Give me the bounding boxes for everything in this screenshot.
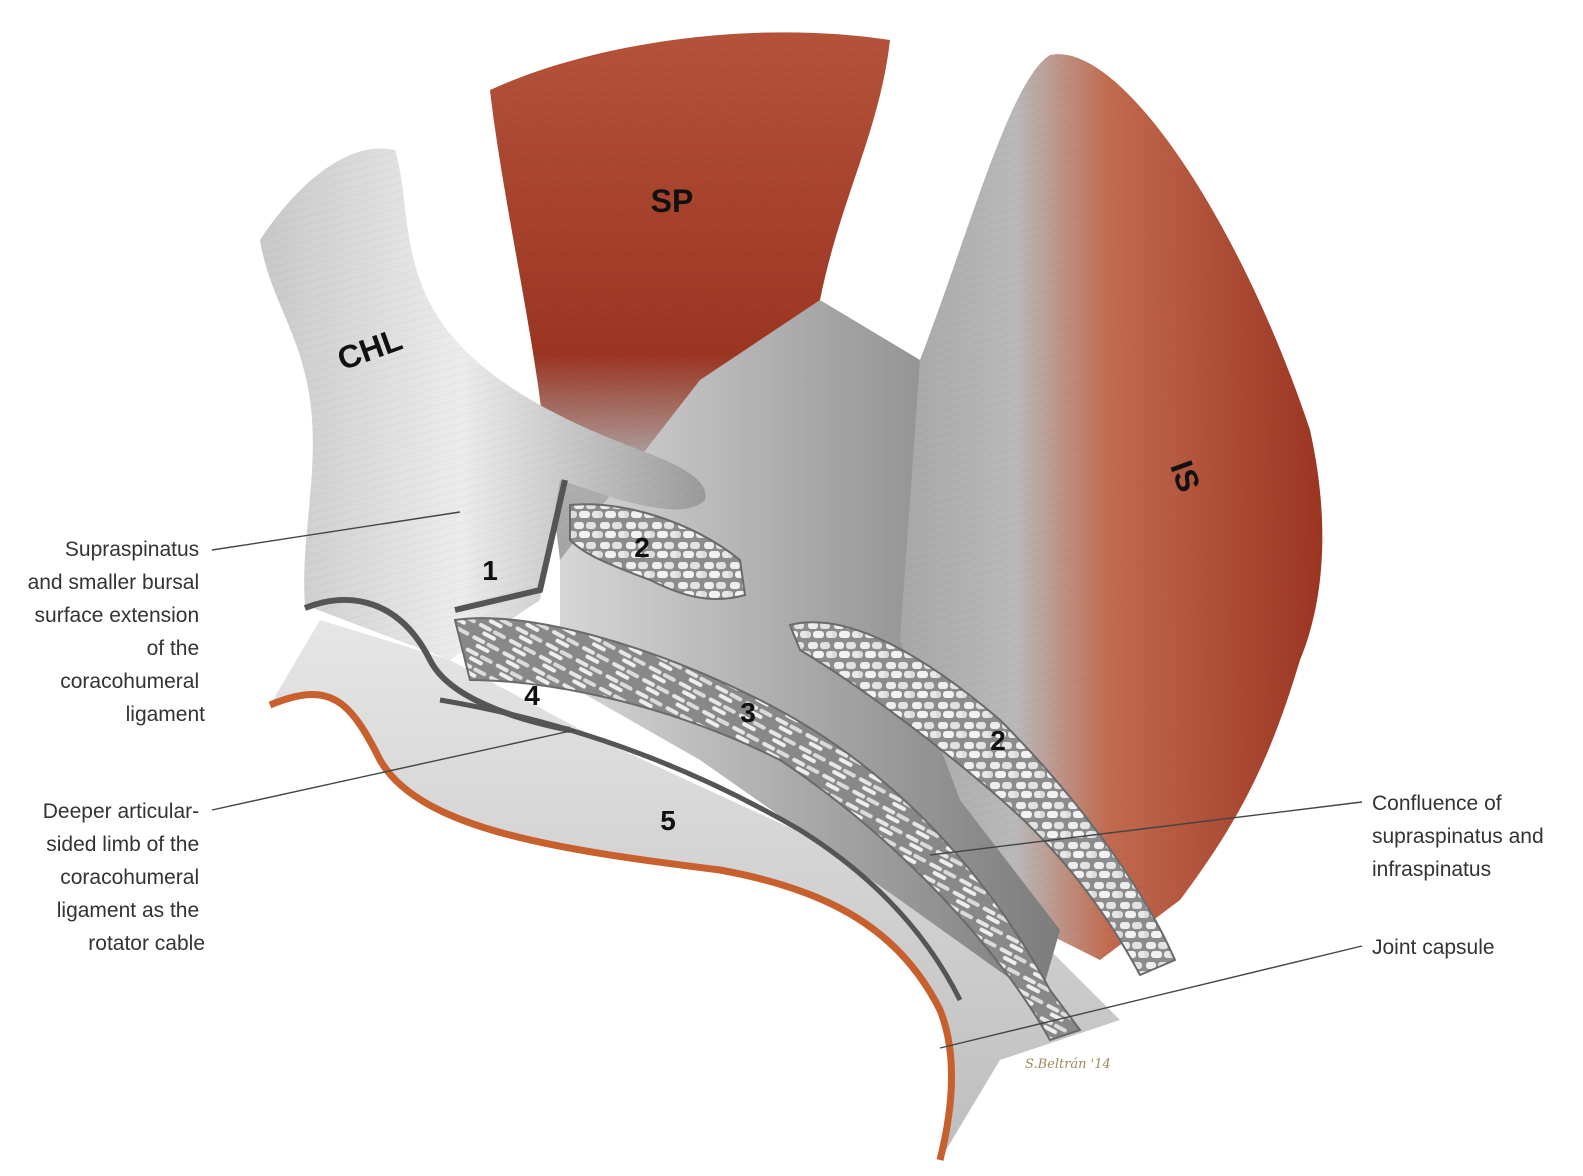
label-sp: SP (651, 183, 694, 219)
number-1: 1 (482, 555, 498, 586)
artist-signature: S.Beltrán '14 (1025, 1057, 1111, 1072)
callout-supraspinatus-extension: Supraspinatus and smaller bursal surface… (28, 538, 206, 726)
number-3: 3 (740, 697, 756, 728)
number-2-top: 2 (634, 532, 650, 563)
number-2-right: 2 (990, 725, 1006, 756)
number-5: 5 (660, 805, 676, 836)
callout-joint-capsule: Joint capsule (1372, 936, 1495, 959)
callout-deeper-limb: Deeper articular- sided limb of the cora… (43, 800, 205, 955)
number-4: 4 (524, 680, 540, 711)
callout-confluence: Confluence of supraspinatus and infraspi… (1372, 792, 1549, 881)
